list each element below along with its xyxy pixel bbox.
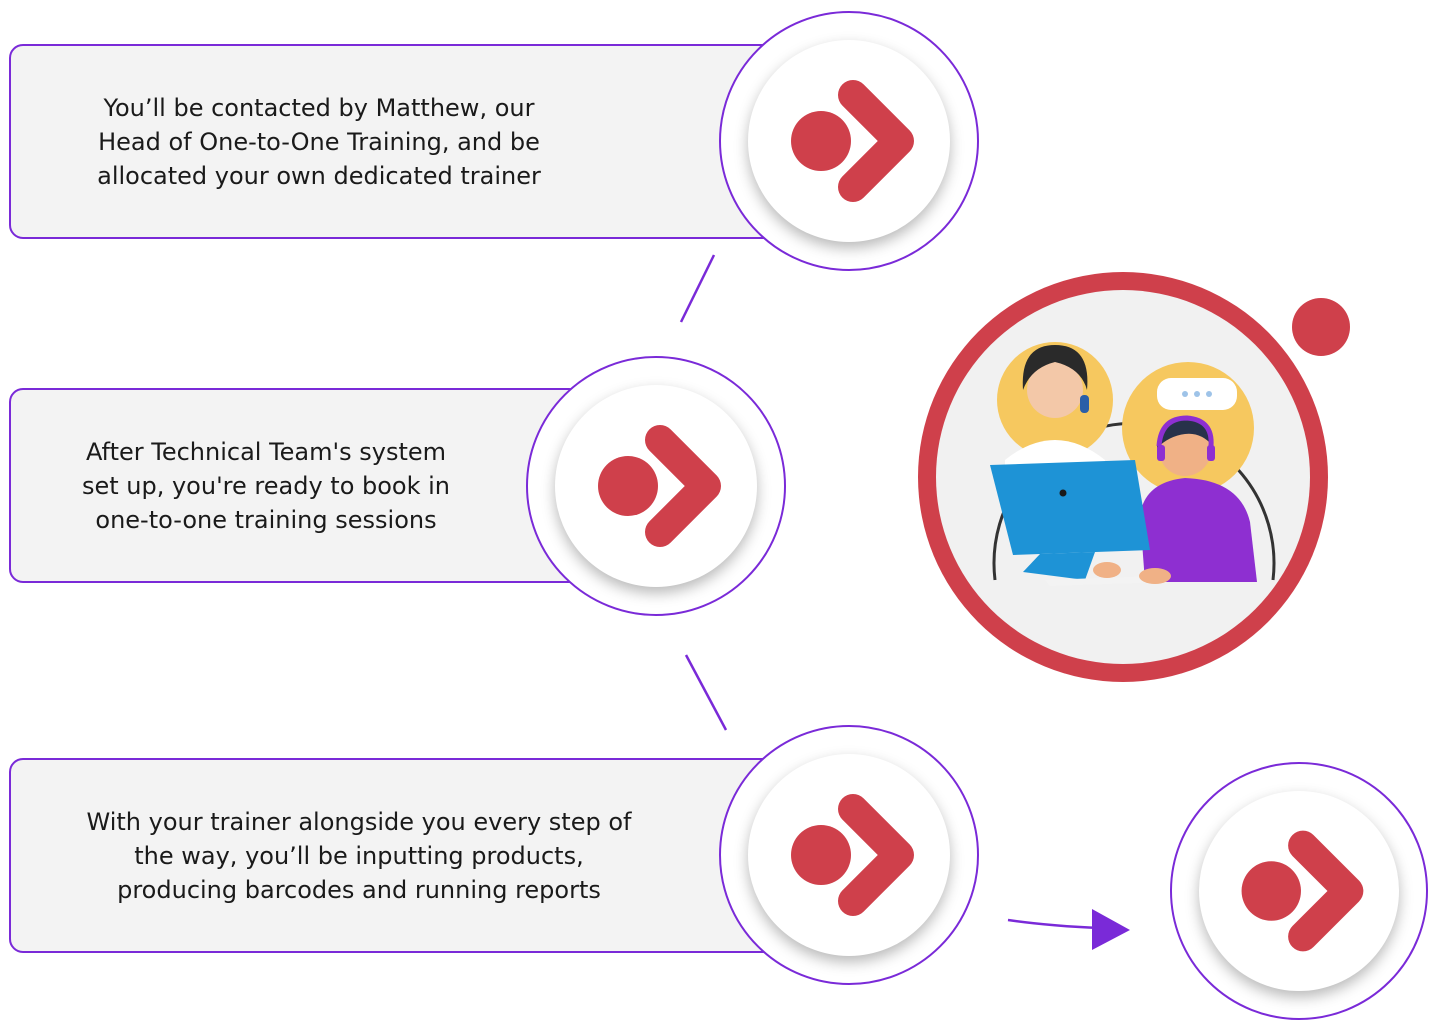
step-1-badge bbox=[719, 11, 979, 271]
step-1-line-1: You’ll be contacted by Matthew, our bbox=[103, 93, 535, 122]
connector-1-2 bbox=[679, 254, 716, 323]
step-2-line-2: set up, you're ready to book in bbox=[81, 471, 451, 500]
next-arrow-icon bbox=[791, 794, 914, 916]
next-arrow-icon bbox=[1241, 830, 1364, 952]
step-3-badge bbox=[719, 725, 979, 985]
support-call-illustration bbox=[918, 272, 1350, 682]
step-3-line-1: With your trainer alongside you every st… bbox=[86, 807, 632, 836]
step-3-line-3: producing barcodes and running reports bbox=[117, 875, 601, 904]
step-3-badge-inner bbox=[748, 754, 950, 956]
step-1-badge-inner bbox=[748, 40, 950, 242]
step-card-3: With your trainer alongside you every st… bbox=[9, 758, 789, 953]
step-2-badge bbox=[526, 356, 786, 616]
step-1-text: You’ll be contacted by Matthew, our Head… bbox=[97, 91, 541, 193]
step-2-line-3: one-to-one training sessions bbox=[95, 505, 437, 534]
final-step-badge bbox=[1170, 762, 1428, 1020]
arrow-head-icon bbox=[1092, 909, 1130, 950]
final-step-badge-inner bbox=[1199, 791, 1399, 991]
step-3-line-2: the way, you’ll be inputting products, bbox=[134, 841, 584, 870]
step-card-2: After Technical Team's system set up, yo… bbox=[9, 388, 583, 583]
next-arrow-icon bbox=[791, 80, 914, 202]
step-2-line-1: After Technical Team's system bbox=[85, 437, 447, 466]
connector-2-3 bbox=[684, 654, 728, 731]
step-1-line-3: allocated your own dedicated trainer bbox=[97, 161, 541, 190]
decorative-dot bbox=[1292, 298, 1350, 356]
step-2-text: After Technical Team's system set up, yo… bbox=[82, 435, 450, 537]
step-3-text: With your trainer alongside you every st… bbox=[87, 805, 632, 907]
step-2-badge-inner bbox=[555, 385, 757, 587]
step-1-line-2: Head of One-to-One Training, and be bbox=[98, 127, 540, 156]
arrow-connector-line bbox=[1007, 918, 1101, 930]
next-arrow-icon bbox=[598, 425, 721, 547]
step-card-1: You’ll be contacted by Matthew, our Head… bbox=[9, 44, 789, 239]
